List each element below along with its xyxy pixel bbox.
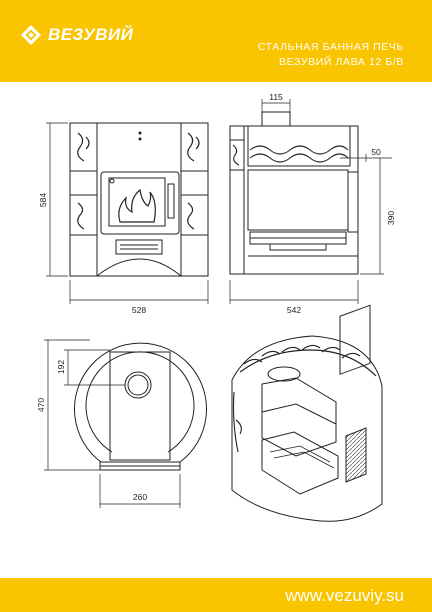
front-body — [69, 122, 209, 277]
side-height-label: 390 — [386, 211, 396, 225]
brand-logo: ВЕЗУВИЙ — [20, 24, 133, 46]
flue-pipe — [261, 111, 291, 127]
flue-width-label: 115 — [269, 92, 283, 102]
front-view — [69, 122, 209, 277]
side-offset-label: 50 — [371, 147, 381, 157]
side-dimensions — [229, 99, 392, 304]
cutaway-flue — [267, 366, 301, 382]
brand-name: ВЕЗУВИЙ — [48, 25, 134, 44]
front-width-label: 528 — [132, 305, 146, 315]
top-view — [74, 342, 207, 471]
front-height-label: 584 — [38, 193, 48, 207]
fire-door — [100, 171, 180, 235]
side-door — [347, 171, 359, 233]
cutaway-firebox — [261, 431, 339, 495]
ash-drawer — [115, 239, 163, 255]
top-dimensions — [44, 339, 181, 508]
cutaway-view — [231, 304, 383, 522]
product-title-line1: СТАЛЬНАЯ БАННАЯ ПЕЧЬ — [257, 41, 404, 53]
product-title-line2: ВЕЗУВИЙ ЛАВА 12 Б/В — [279, 56, 404, 68]
cutaway-door — [339, 304, 371, 375]
left-stone-panel — [69, 122, 98, 172]
side-view — [229, 111, 359, 275]
top-offset-label: 192 — [56, 360, 66, 374]
website-url[interactable]: www.vezuviy.su — [285, 586, 404, 605]
front-dimensions — [46, 122, 209, 304]
header-band — [0, 0, 432, 82]
flame-icon — [118, 188, 156, 223]
top-door-label: 260 — [133, 492, 147, 502]
door-glass — [108, 177, 166, 227]
footer-band — [0, 578, 432, 612]
stone-compartment — [247, 125, 351, 167]
logo-diamond-icon — [21, 25, 41, 45]
side-body — [229, 125, 359, 275]
top-outer-shell — [74, 342, 207, 463]
product-title: СТАЛЬНАЯ БАННАЯ ПЕЧЬ ВЕЗУВИЙ ЛАВА 12 Б/В — [258, 40, 404, 70]
side-depth-label: 542 — [287, 305, 301, 315]
top-depth-label: 470 — [36, 398, 46, 412]
flue-opening — [124, 371, 152, 399]
firebox — [247, 169, 349, 231]
cutaway-shell — [231, 335, 383, 522]
